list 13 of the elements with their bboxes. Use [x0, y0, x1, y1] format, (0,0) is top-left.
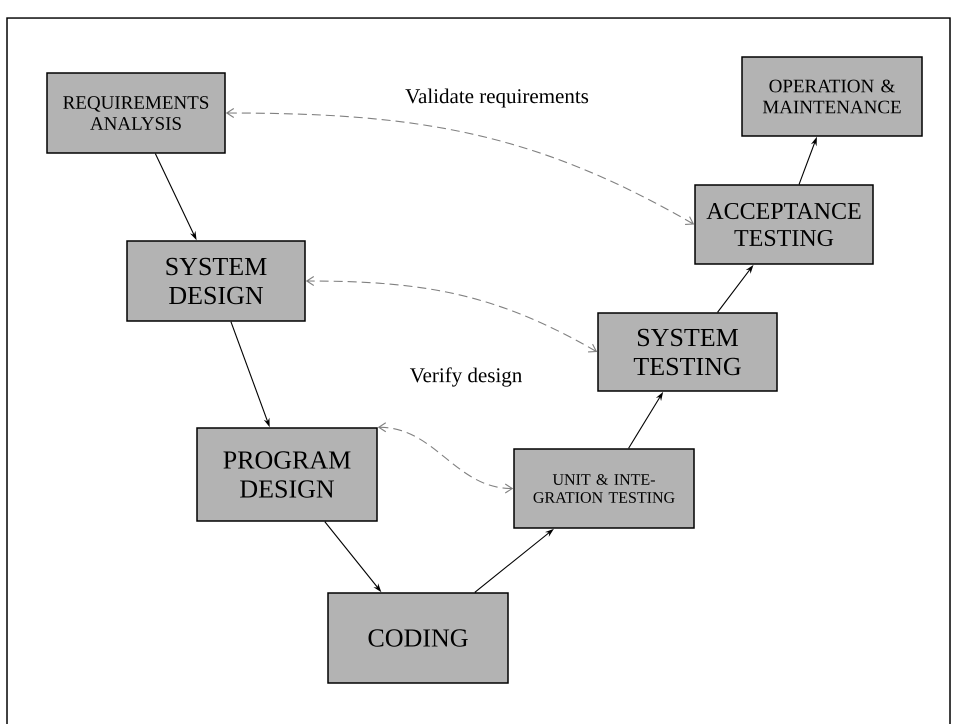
dashed-arrow — [378, 422, 514, 494]
process-box: PROGRAM DESIGN — [196, 427, 378, 522]
process-box: SYSTEM TESTING — [597, 312, 778, 392]
dashed-arrow — [226, 108, 694, 225]
dashed-arrow — [306, 276, 598, 352]
annotation-text: Verify design — [410, 367, 522, 387]
process-box: REQUIREMENTS ANALYSIS — [46, 72, 226, 154]
process-box: SYSTEM DESIGN — [126, 240, 306, 322]
process-box: OPERATION & MAINTENANCE — [741, 56, 923, 137]
process-box: ACCEPTANCE TESTING — [694, 184, 874, 265]
process-box: UNIT & INTE- GRATION TESTING — [513, 448, 695, 529]
annotation-text: Validate requirements — [405, 88, 588, 108]
process-box: CODING — [327, 592, 509, 684]
